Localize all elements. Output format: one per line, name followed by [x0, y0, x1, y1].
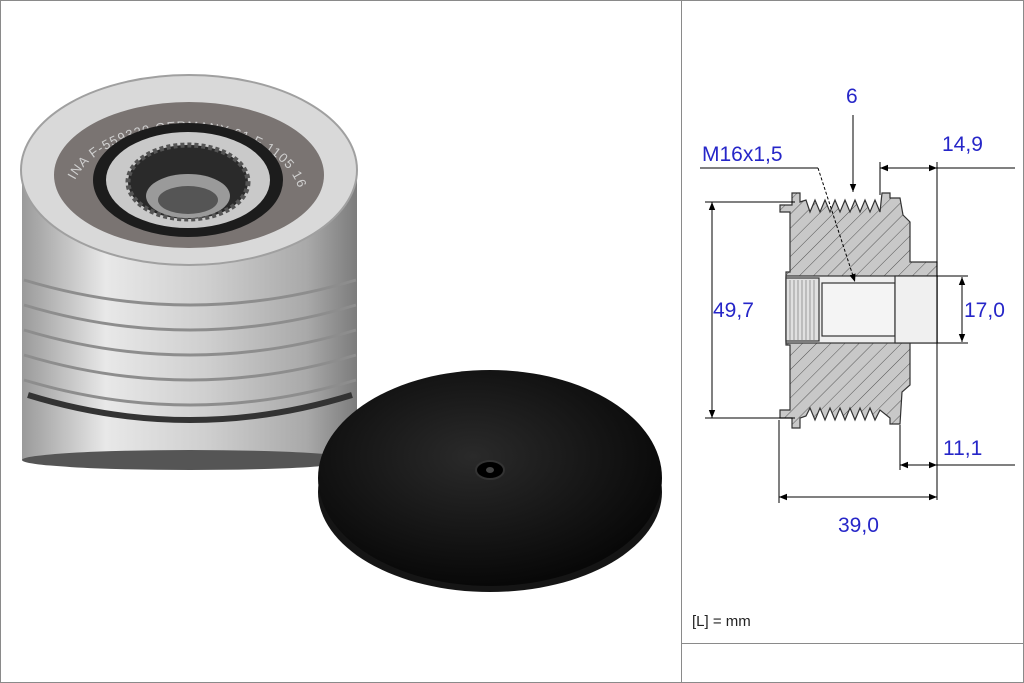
- cover-cap-photo: [318, 370, 662, 592]
- dimension-lines: [700, 115, 1015, 503]
- overall-length-label: 39,0: [838, 514, 879, 537]
- panel-divider: [681, 0, 682, 683]
- product-photo: INA F-559320 GERMANY 61 F 1105 16: [20, 74, 662, 592]
- pulley-section: [779, 192, 938, 429]
- dim-11-1-label: 11,1: [943, 437, 982, 460]
- footer-divider: [681, 643, 1024, 644]
- pulley-photo: INA F-559320 GERMANY 61 F 1105 16: [20, 74, 358, 470]
- dim-14-9-label: 14,9: [942, 133, 983, 156]
- bore-diameter-label: 17,0: [964, 299, 1005, 322]
- groove-count-label: 6: [846, 85, 858, 108]
- units-note: [L] = mm: [692, 613, 751, 630]
- outer-diameter-label: 49,7: [713, 299, 754, 322]
- thread-label: M16x1,5: [702, 143, 783, 166]
